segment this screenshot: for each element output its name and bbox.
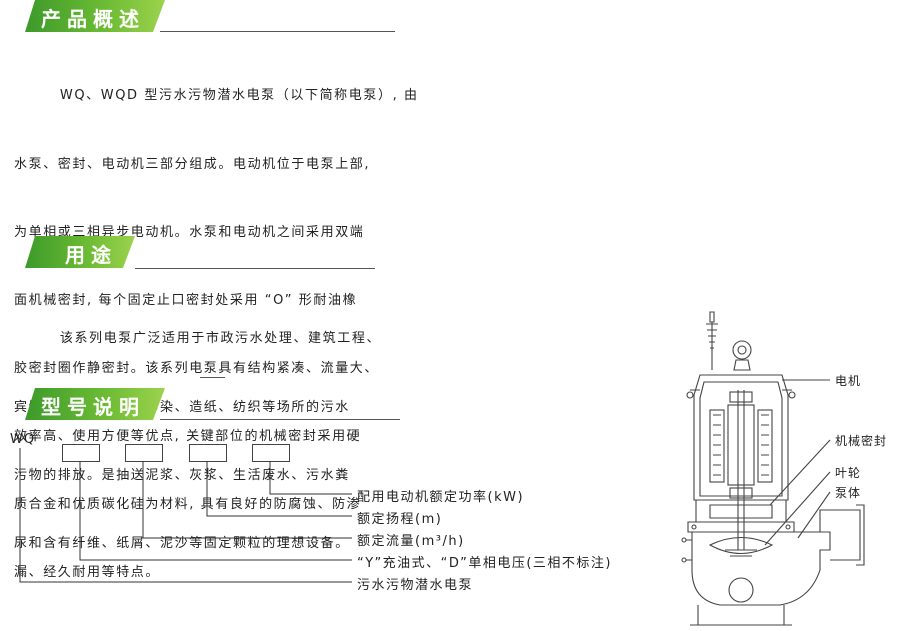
model-rule [160,419,400,420]
overview-banner: 产品概述 [25,0,165,32]
legend-flow: 额定流量(m³/h) [357,534,465,549]
code-box-1 [62,444,100,462]
usage-rule [135,268,375,269]
overview-rule [160,31,395,32]
label-motor: 电机 [835,374,862,388]
code-box-3 [189,444,227,462]
overview-line: 为单相或三相异步电动机。水泵和电动机之间采用双端 [14,224,365,240]
usage-line: 该系列电泵广泛适用于市政污水处理、建筑工程、 [14,331,382,347]
legend-head: 额定扬程(m) [357,512,443,527]
usage-line: 污物的排放。是抽送泥浆、灰浆、生活废水、污水粪 [14,467,350,483]
model-title: 型号说明 [41,395,145,419]
code-box-4 [252,444,290,462]
overview-line: 面机械密封, 每个固定止口密封处采用 “O” 形耐油橡 [14,292,358,308]
overview-line: 效率高、使用方便等优点, 关键部位的机械密封采用硬 [14,428,362,444]
usage-banner: 用途 [25,236,135,268]
overview-line: WQ、WQD 型污水污物潜水电泵（以下简称电泵）, 由 [14,88,419,104]
usage-line: 尿和含有纤维、纸屑、泥沙等固定颗粒的理想设备。 [14,535,350,551]
overview-text: WQ、WQD 型污水污物潜水电泵（以下简称电泵）, 由 水泵、密封、电动机三部分… [14,40,419,608]
usage-bottom-rule [200,377,225,378]
label-impeller: 叶轮 [835,466,862,480]
model-banner: 型号说明 [25,388,165,420]
overview-line: 水泵、密封、电动机三部分组成。电动机位于电泵上部, [14,156,371,172]
label-pump-body: 泵体 [835,486,862,500]
pump-diagram [681,311,865,626]
usage-title: 用途 [65,243,117,267]
legend-power: 配用电动机额定功率(kW) [357,490,525,505]
usage-text: 该系列电泵广泛适用于市政污水处理、建筑工程、 宾馆、矿山、池塘、印染、造纸、纺织… [14,283,381,578]
code-box-2 [125,444,163,462]
overview-line: 漏、经久耐用等特点。 [14,565,161,581]
legend-type: “Y”充油式、“D”单相电压(三相不标注) [357,556,612,571]
overview-line: 胶密封圈作静密封。该系列电泵具有结构紧凑、流量大、 [14,360,380,376]
overview-title: 产品概述 [41,7,145,31]
label-mechanical-seal: 机械密封 [835,434,888,448]
legend-name: 污水污物潜水电泵 [357,578,474,593]
model-prefix: WQ [10,432,36,447]
overview-line: 质合金和优质碳化硅为材料, 具有良好的防腐蚀、防渗 [14,497,362,513]
